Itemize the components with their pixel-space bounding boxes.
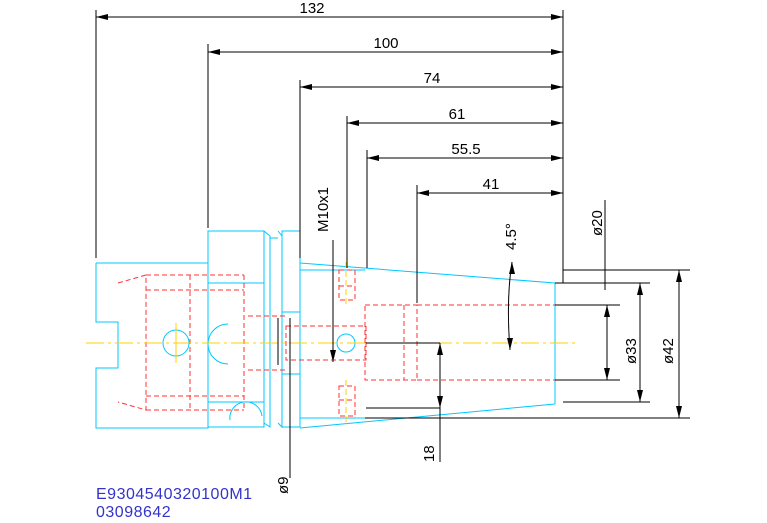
dia-9-text: ø9 — [275, 476, 292, 494]
dimension-arrows — [96, 14, 682, 418]
dia-33-text: ø33 — [623, 338, 640, 364]
dim-100-text: 100 — [373, 35, 398, 52]
dim-74-text: 74 — [424, 70, 441, 87]
dim-55-5-text: 55.5 — [451, 141, 480, 158]
part-number-code: E9304540320100M1 — [96, 486, 253, 503]
part-outline — [95, 230, 556, 429]
dia-42-text: ø42 — [660, 338, 677, 364]
part-number-serial: 03098642 — [96, 504, 172, 521]
dim-132-text: 132 — [299, 0, 324, 17]
dimension-lines — [95, 10, 690, 478]
dim-41-text: 41 — [483, 176, 500, 193]
thread-m10x1-text: M10x1 — [315, 187, 332, 232]
dim-61-text: 61 — [449, 106, 466, 123]
angle-4-5-text: 4.5° — [503, 223, 520, 250]
centerlines — [86, 262, 575, 424]
depth-18-text: 18 — [421, 445, 438, 462]
dia-20-text: ø20 — [589, 210, 606, 236]
